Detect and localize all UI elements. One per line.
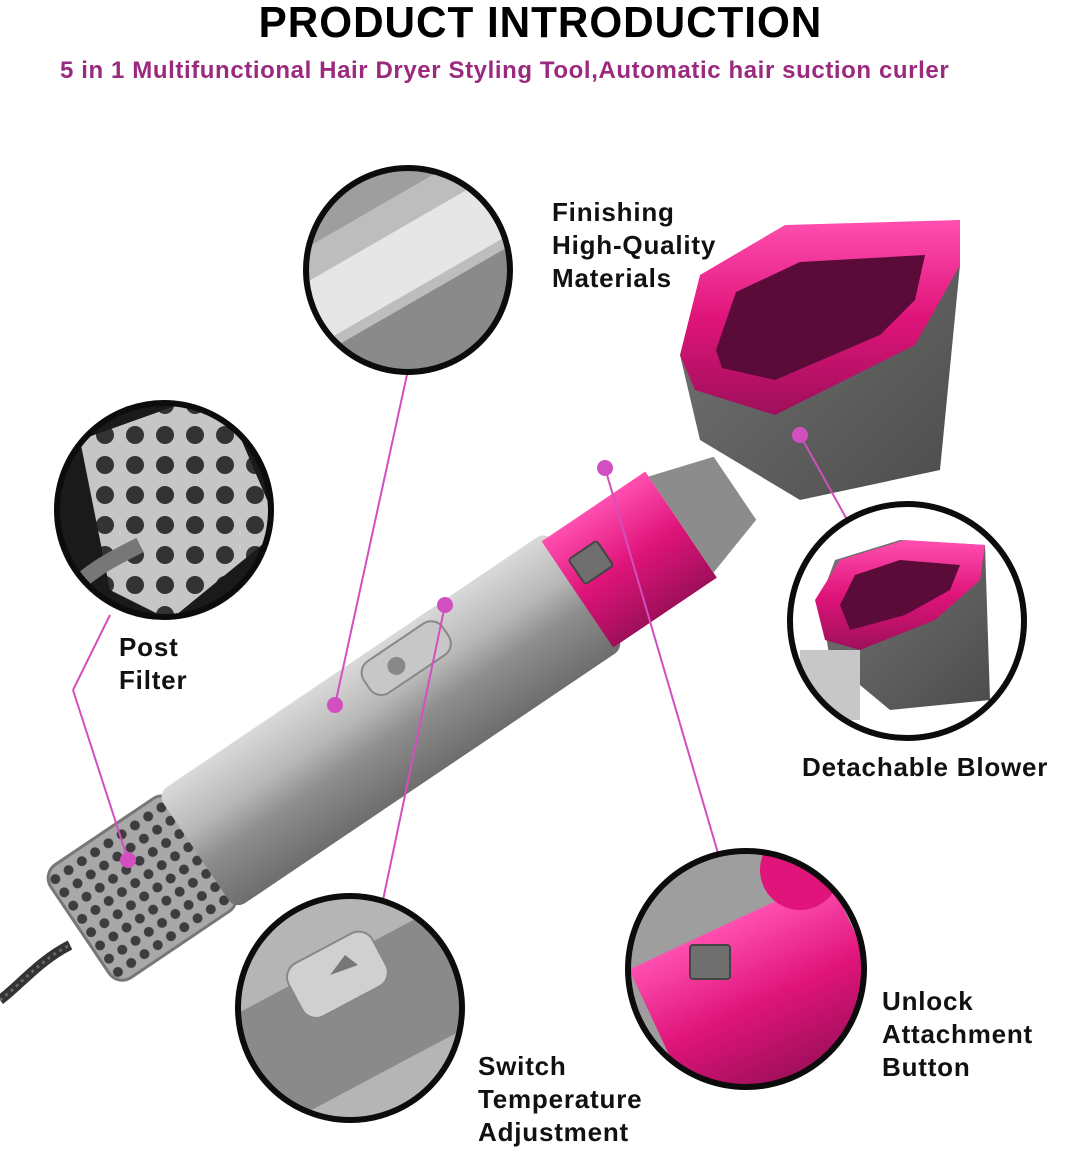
label-blower: Detachable Blower [802,752,1049,782]
label-filter: Post Filter [119,632,188,695]
cord [0,940,73,1004]
page-subtitle: 5 in 1 Multifunctional Hair Dryer Stylin… [60,57,950,84]
blower-head [680,220,960,500]
zoom-circle-blower [787,501,1027,741]
callout-lines [72,369,851,901]
label-switch: Switch Temperature Adjustment [478,1051,643,1147]
zoom-circle-unlock [625,848,867,1090]
page-title: PRODUCT INTRODUCTION [258,0,823,47]
callout-dots [120,427,808,868]
label-unlock: Unlock Attachment Button [882,986,1034,1082]
label-finishing: Finishing High-Quality Materials [552,197,717,293]
hair-dryer-body [46,456,757,982]
zoom-circle-finishing [303,165,513,375]
zoom-circle-switch [235,893,465,1123]
zoom-circle-filter [54,400,274,620]
